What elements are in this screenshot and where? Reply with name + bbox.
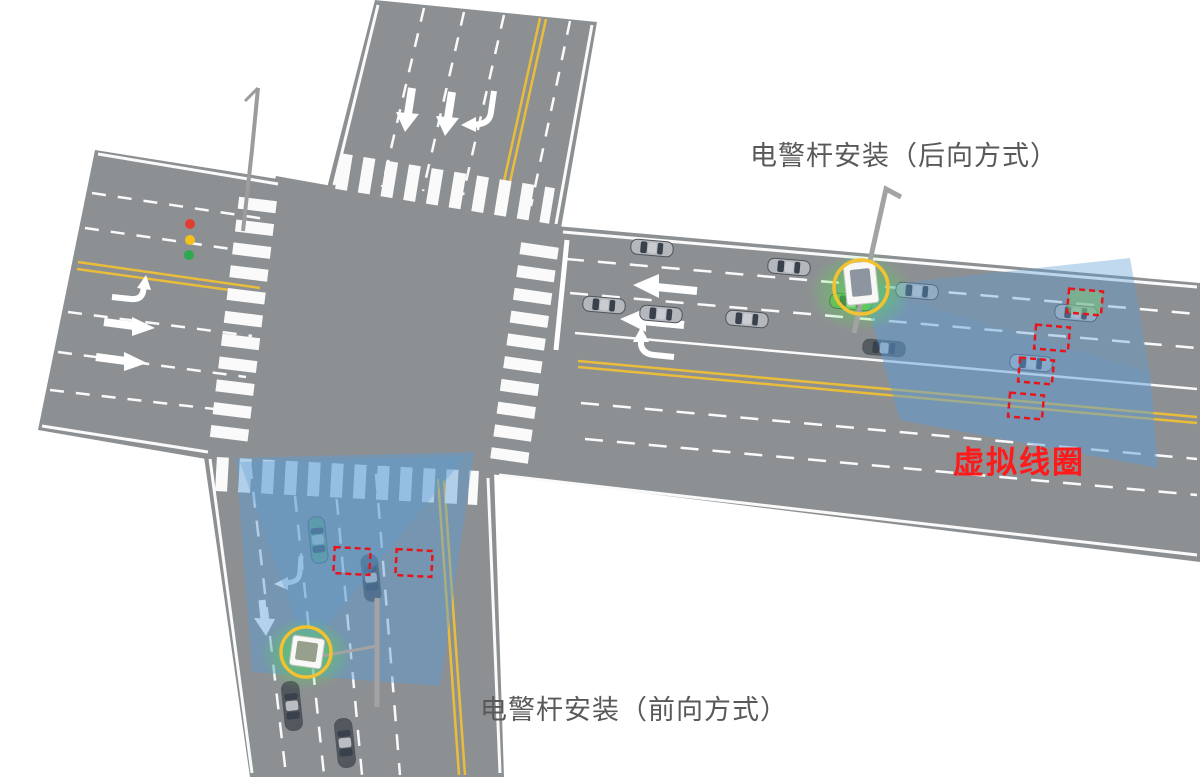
car-icon xyxy=(581,295,627,315)
lane-lines-north xyxy=(380,7,572,207)
arrow-straight-left xyxy=(633,274,698,298)
arrow-straight-right xyxy=(95,352,147,371)
lane-lines-west xyxy=(49,191,273,414)
detection-beam xyxy=(862,258,1150,372)
traffic-light-pole xyxy=(241,87,260,232)
arrow-turn-down xyxy=(461,90,497,132)
arrow-turn-left xyxy=(633,327,675,360)
arrow-straight-down xyxy=(396,87,419,132)
car-icon xyxy=(629,238,675,258)
virtual-loop-occupied xyxy=(1065,287,1105,317)
camera-front xyxy=(260,598,380,707)
camera-unit-icon xyxy=(842,260,880,306)
crosswalk-south xyxy=(215,457,479,505)
camera-rear xyxy=(808,185,912,334)
traffic-light-arm xyxy=(243,86,260,103)
detection-zone-rear xyxy=(862,258,1158,468)
traffic-light-yellow-lamp xyxy=(185,235,195,245)
arrow-turn-right-road-west xyxy=(111,275,151,303)
label-virtual-loop: 虚拟线圈 xyxy=(953,445,1085,480)
car-icon xyxy=(766,257,812,277)
arrow-straight-south-road xyxy=(254,599,275,636)
car-icon xyxy=(724,309,770,329)
label-rear-install: 电警杆安装（后向方式） xyxy=(750,141,1058,171)
lane-arrows xyxy=(95,87,698,636)
crosswalks xyxy=(209,153,559,505)
camera-highlight-circle xyxy=(832,258,890,316)
car-icon xyxy=(638,304,684,324)
arrow-turn-south-road xyxy=(274,555,304,590)
road-south xyxy=(203,450,504,777)
arrow-straight-down xyxy=(436,91,459,136)
intersection-center xyxy=(202,176,562,474)
traffic-light-green-lamp xyxy=(184,250,194,260)
label-front-install: 电警杆安装（前向方式） xyxy=(480,695,788,725)
traffic-light-red-lamp xyxy=(185,219,195,229)
stop-line-east xyxy=(553,239,570,351)
traffic-light xyxy=(184,86,260,260)
detection-beam xyxy=(240,456,466,650)
crosswalk-west xyxy=(209,196,277,448)
detection-footprint xyxy=(862,287,1158,468)
camera-unit-icon xyxy=(288,634,326,670)
camera-highlight-circle xyxy=(279,625,333,679)
arrow-straight-right xyxy=(103,317,155,336)
